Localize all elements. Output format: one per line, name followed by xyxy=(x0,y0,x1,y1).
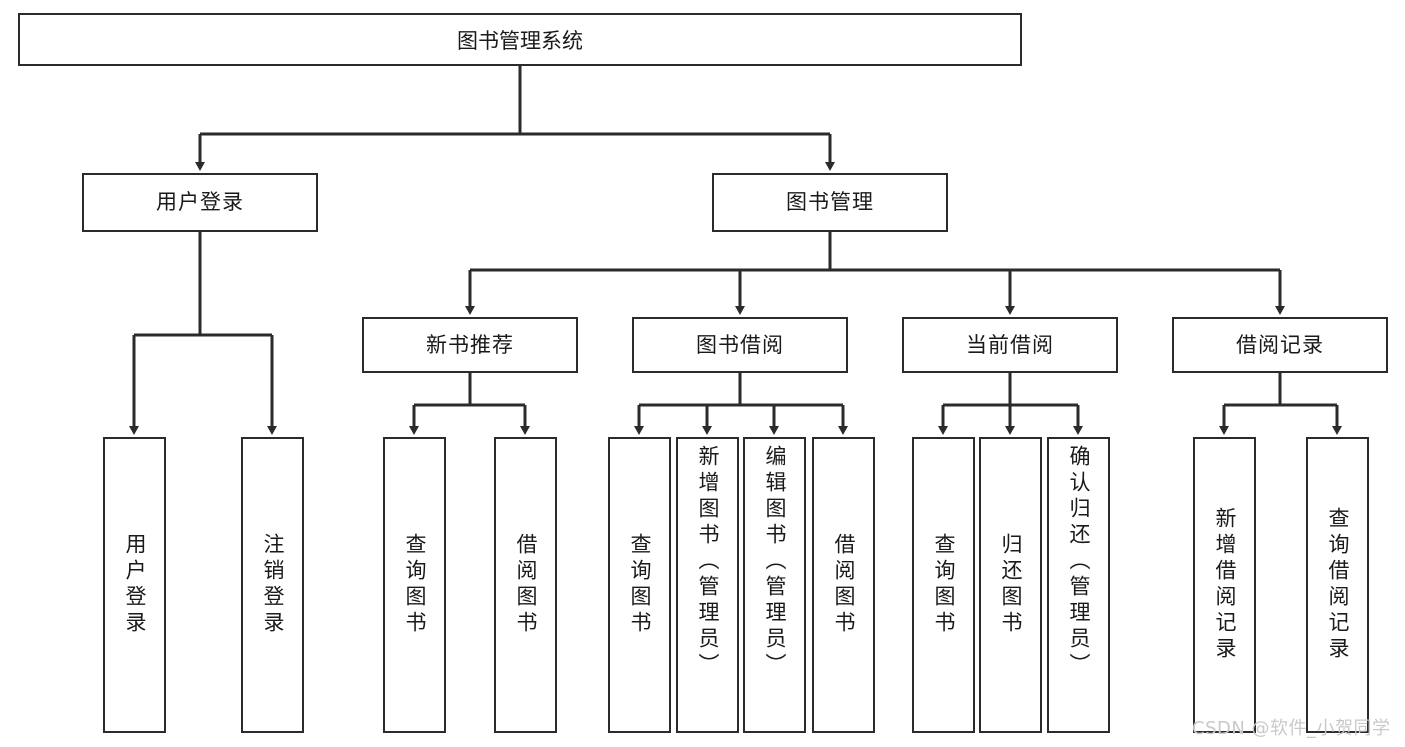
node-borrow-record[interactable]: 借阅记录 xyxy=(1172,317,1388,373)
leaf-bb-borrow-book-label: 借阅图书 xyxy=(832,533,856,637)
node-current-borrow-label: 当前借阅 xyxy=(966,332,1054,357)
leaf-bb-query-book-label: 查询图书 xyxy=(628,533,652,637)
leaf-cb-query-book-label: 查询图书 xyxy=(932,533,956,637)
leaf-bb-edit-book[interactable]: 编辑图书（管理员） xyxy=(743,437,806,733)
leaf-user-login[interactable]: 用户登录 xyxy=(103,437,166,733)
node-book-manage[interactable]: 图书管理 xyxy=(712,173,948,232)
node-user-login[interactable]: 用户登录 xyxy=(82,173,318,232)
leaf-br-add-record[interactable]: 新增借阅记录 xyxy=(1193,437,1256,733)
leaf-br-query-record-label: 查询借阅记录 xyxy=(1326,507,1350,663)
node-root[interactable]: 图书管理系统 xyxy=(18,13,1022,66)
node-book-manage-label: 图书管理 xyxy=(786,190,874,215)
leaf-nb-query-book-label: 查询图书 xyxy=(403,533,427,637)
node-borrow-record-label: 借阅记录 xyxy=(1236,332,1324,357)
node-new-book-recommend[interactable]: 新书推荐 xyxy=(362,317,578,373)
leaf-user-login-label: 用户登录 xyxy=(123,533,147,637)
leaf-nb-query-book[interactable]: 查询图书 xyxy=(383,437,446,733)
leaf-br-add-record-label: 新增借阅记录 xyxy=(1213,507,1237,663)
leaf-cb-return-book[interactable]: 归还图书 xyxy=(979,437,1042,733)
leaf-cb-confirm-return-label: 确认归还（管理员） xyxy=(1067,445,1091,679)
node-new-book-recommend-label: 新书推荐 xyxy=(426,332,514,357)
leaf-cb-return-book-label: 归还图书 xyxy=(999,533,1023,637)
leaf-bb-add-book[interactable]: 新增图书（管理员） xyxy=(676,437,739,733)
leaf-logout[interactable]: 注销登录 xyxy=(241,437,304,733)
node-current-borrow[interactable]: 当前借阅 xyxy=(902,317,1118,373)
leaf-cb-query-book[interactable]: 查询图书 xyxy=(912,437,975,733)
leaf-logout-label: 注销登录 xyxy=(261,533,285,637)
node-book-borrow[interactable]: 图书借阅 xyxy=(632,317,848,373)
leaf-bb-add-book-label: 新增图书（管理员） xyxy=(696,445,720,679)
csdn-watermark-text: CSDN @软件_小贺同学 xyxy=(1192,718,1391,739)
node-user-login-label: 用户登录 xyxy=(156,190,244,215)
node-root-label: 图书管理系统 xyxy=(457,28,583,53)
node-book-borrow-label: 图书借阅 xyxy=(696,332,784,357)
leaf-bb-edit-book-label: 编辑图书（管理员） xyxy=(763,445,787,679)
leaf-br-query-record[interactable]: 查询借阅记录 xyxy=(1306,437,1369,733)
leaf-bb-borrow-book[interactable]: 借阅图书 xyxy=(812,437,875,733)
leaf-bb-query-book[interactable]: 查询图书 xyxy=(608,437,671,733)
csdn-watermark: CSDN @软件_小贺同学 xyxy=(1192,714,1391,740)
leaf-nb-borrow-book-label: 借阅图书 xyxy=(514,533,538,637)
leaf-cb-confirm-return[interactable]: 确认归还（管理员） xyxy=(1047,437,1110,733)
leaf-nb-borrow-book[interactable]: 借阅图书 xyxy=(494,437,557,733)
